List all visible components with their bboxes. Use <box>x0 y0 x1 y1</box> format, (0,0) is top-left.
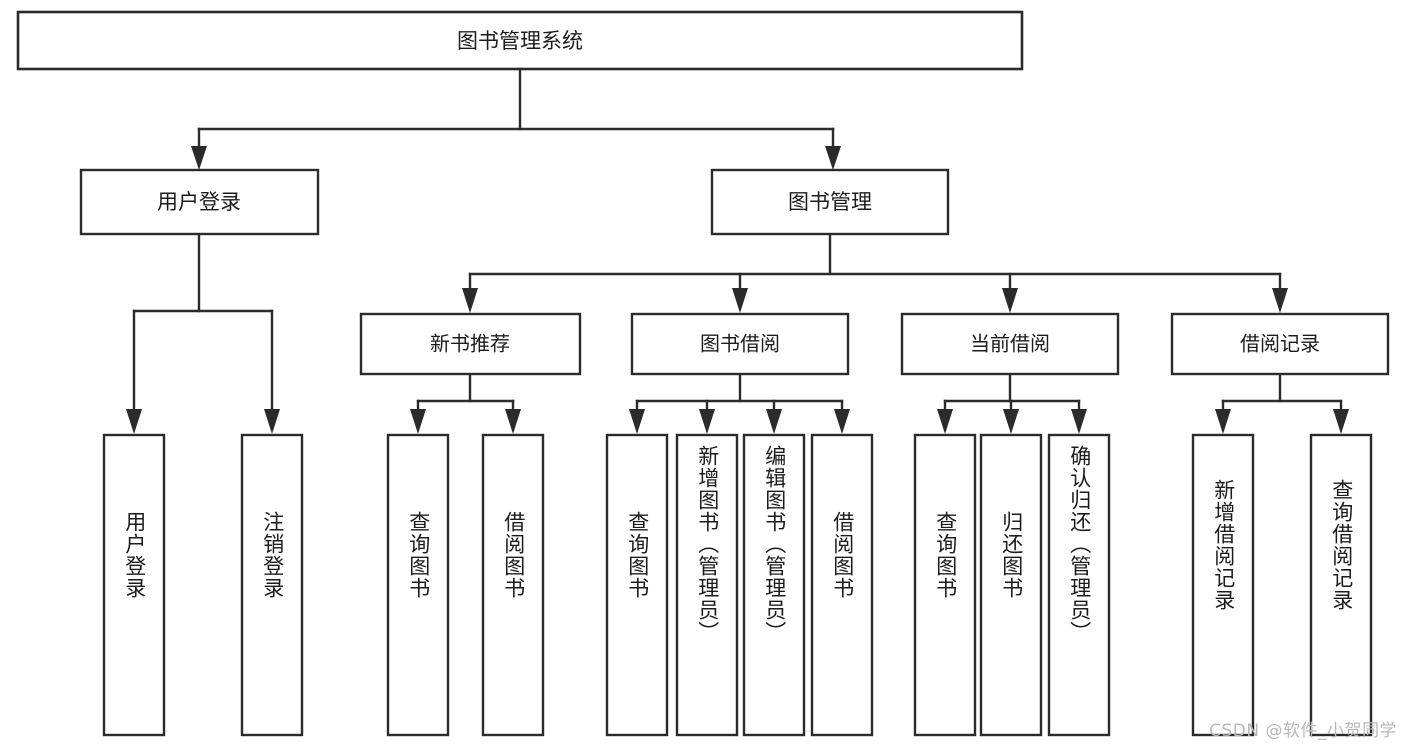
leaf-rect-5[interactable] <box>605 433 669 737</box>
leaf-rect-3[interactable] <box>386 433 450 737</box>
node-borrow-record-label: 借阅记录 <box>1240 332 1320 356</box>
leaf-rect-4[interactable] <box>481 433 545 737</box>
leaf-rect-10[interactable] <box>979 433 1043 737</box>
leaf-rect-8[interactable] <box>810 433 874 737</box>
node-root[interactable]: 图书管理系统 <box>16 10 1024 71</box>
node-new-book-recommend-label: 新书推荐 <box>430 332 510 356</box>
node-borrow-record[interactable]: 借阅记录 <box>1170 312 1390 376</box>
node-user-login[interactable]: 用户登录 <box>79 168 320 236</box>
node-book-manage-label: 图书管理 <box>788 190 872 214</box>
leaf-rects <box>102 433 1373 737</box>
node-user-login-label: 用户登录 <box>157 190 241 214</box>
node-new-book-recommend[interactable]: 新书推荐 <box>359 312 582 376</box>
connector-bookmanage-to-level3 <box>462 232 1288 313</box>
connector-bookborrow-to-leaves <box>629 372 850 434</box>
node-current-borrow[interactable]: 当前借阅 <box>900 312 1120 376</box>
node-root-label: 图书管理系统 <box>457 29 583 53</box>
connector-newbook-to-leaves <box>410 372 521 434</box>
leaf-rect-6[interactable] <box>675 433 739 737</box>
leaf-rect-13[interactable] <box>1309 433 1373 737</box>
connector-currentborrow-to-leaves <box>937 372 1087 434</box>
connector-borrowrecord-to-leaves <box>1215 372 1349 434</box>
leaf-rect-9[interactable] <box>913 433 977 737</box>
csdn-watermark: CSDN @软件_小贺同学 <box>1209 721 1397 741</box>
node-book-manage[interactable]: 图书管理 <box>710 168 950 236</box>
leaf-rect-2[interactable] <box>240 433 304 737</box>
node-book-borrow[interactable]: 图书借阅 <box>630 312 850 376</box>
leaf-rect-11[interactable] <box>1047 433 1111 737</box>
leaf-rect-7[interactable] <box>742 433 806 737</box>
leaf-rect-1[interactable] <box>102 433 166 737</box>
node-book-borrow-label: 图书借阅 <box>700 332 780 356</box>
leaf-rect-12[interactable] <box>1191 433 1255 737</box>
node-current-borrow-label: 当前借阅 <box>970 332 1050 356</box>
connector-userlogin-to-leaves <box>126 232 280 434</box>
connector-root-to-level2 <box>191 67 841 170</box>
